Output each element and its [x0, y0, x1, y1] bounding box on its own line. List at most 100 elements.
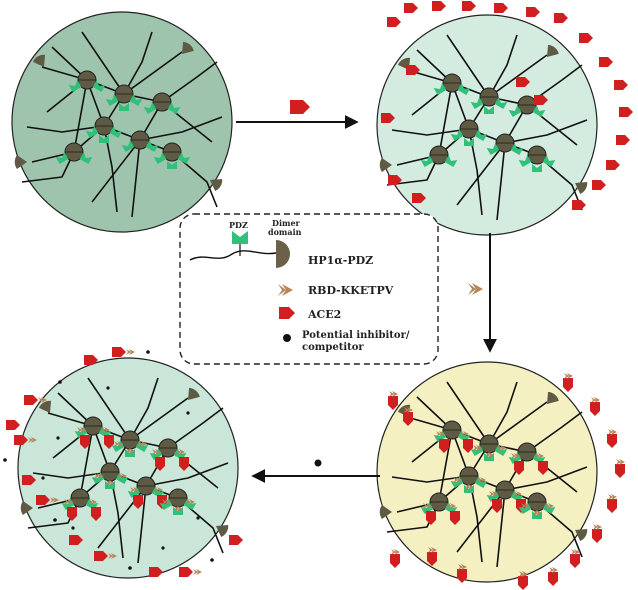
- ace2-molecule: [412, 193, 426, 203]
- dimer-domain: [575, 528, 588, 542]
- ace2-molecule: [463, 439, 473, 453]
- rbd-peptide: [447, 503, 456, 509]
- ace2-molecule: [381, 113, 395, 123]
- chain-segment: [32, 462, 229, 487]
- inhibitor-dot: [41, 476, 45, 480]
- rbd-peptide: [545, 503, 554, 509]
- inhibitor-dot: [128, 566, 132, 570]
- ace2-molecule: [390, 554, 400, 568]
- chain-network-inhibited: [20, 377, 229, 564]
- rbd-peptide: [94, 473, 103, 479]
- rbd-peptide: [489, 491, 498, 497]
- ace2-molecule: [615, 464, 625, 478]
- rbd-peptide: [453, 477, 462, 483]
- pdz-domain: [420, 155, 434, 167]
- rbd-peptide: [608, 494, 617, 500]
- rbd-peptide: [593, 524, 602, 530]
- inhibitor-dot: [161, 546, 165, 550]
- droplet-initial: [11, 11, 233, 233]
- dimer-domain-icon: [276, 240, 290, 268]
- ace2-molecule: [67, 507, 77, 521]
- rbd-peptide: [118, 473, 127, 479]
- ace2-molecule: [84, 355, 98, 365]
- dimer-domain: [20, 501, 33, 515]
- ace2-molecule: [24, 395, 38, 405]
- pdz-domain: [444, 155, 458, 167]
- free-molecules: [3, 1, 633, 590]
- dimer-label-line2: domain: [268, 227, 302, 237]
- ace2-molecule: [619, 107, 633, 117]
- rbd-peptide: [38, 397, 47, 403]
- rbd-peptide: [571, 549, 580, 555]
- dimer-domain: [14, 155, 27, 169]
- pdz-domain: [167, 102, 181, 114]
- chain-segment: [456, 104, 578, 206]
- rbd-peptide: [616, 459, 625, 465]
- ace2-molecule: [94, 551, 108, 561]
- ace2-molecule: [579, 33, 593, 43]
- ace2-molecule: [155, 457, 165, 471]
- ace2-molecule: [450, 511, 460, 525]
- dimer-domain: [210, 178, 223, 192]
- ace2-molecule: [69, 535, 83, 545]
- dimer-domain: [32, 54, 46, 67]
- rbd-peptide: [389, 391, 398, 397]
- chain-segment: [391, 119, 588, 144]
- ace2-molecule: [616, 135, 630, 145]
- pdz-domain: [85, 126, 99, 138]
- ace2-molecule: [514, 461, 524, 475]
- rbd-peptide: [564, 373, 573, 379]
- pdz-domain: [486, 143, 500, 155]
- droplet-inhibited: [17, 357, 239, 579]
- rbd-peptide: [473, 445, 482, 451]
- pdz-domain: [474, 129, 488, 141]
- ace2-molecule: [388, 175, 402, 185]
- chain-segment: [411, 54, 548, 116]
- chain-network-initial: [14, 31, 223, 218]
- ace2-molecule: [548, 572, 558, 586]
- legend-label-hp1a-pdz: HP1α-PDZ: [308, 254, 373, 267]
- ace2-molecule: [607, 434, 617, 448]
- ace2-molecule: [14, 435, 28, 445]
- dimer-domain: [575, 181, 588, 195]
- ace2-molecule: [403, 412, 413, 426]
- ace2-molecule: [554, 13, 568, 23]
- droplet-ace2-added: [376, 14, 598, 236]
- pdz-domain: [143, 102, 157, 114]
- rbd-peptide: [162, 499, 171, 505]
- ace2-molecule: [432, 1, 446, 11]
- chain-segment: [52, 397, 189, 459]
- rbd-peptide: [485, 452, 494, 458]
- pdz-domain: [145, 140, 159, 152]
- pdz-domain: [55, 152, 69, 164]
- inhibitor-dot: [58, 380, 62, 384]
- chain-segment: [411, 401, 548, 463]
- legend-label-rbd: RBD-KKETPV: [308, 284, 394, 297]
- pdz-domain: [470, 97, 484, 109]
- chain-segment: [91, 101, 213, 203]
- ace2-molecule: [179, 457, 189, 471]
- ace2-molecule: [606, 160, 620, 170]
- rbd-peptide: [477, 477, 486, 483]
- pdz-domain: [532, 105, 546, 117]
- ace2-molecule: [80, 435, 90, 449]
- rbd-peptide: [533, 510, 542, 516]
- ace2-molecule: [570, 554, 580, 568]
- ace2-molecule: [563, 378, 573, 392]
- dimer-domain: [216, 524, 229, 538]
- pdz-domain: [457, 83, 471, 95]
- ace2-molecule: [427, 552, 437, 566]
- legend-ace2-icon: [279, 307, 295, 319]
- ace2-molecule: [406, 65, 420, 75]
- inhibitor-dot: [71, 526, 75, 530]
- rbd-peptide: [460, 431, 469, 437]
- droplet-rbd-bound: [376, 361, 598, 583]
- rbd-peptide: [77, 427, 86, 433]
- rbd-peptide: [50, 497, 59, 503]
- pdz-domain: [532, 164, 542, 172]
- inhibitor-dot: [3, 458, 7, 462]
- ace2-molecule: [229, 535, 243, 545]
- pdz-domain-icon: [232, 231, 248, 244]
- ace2-molecule: [387, 17, 401, 27]
